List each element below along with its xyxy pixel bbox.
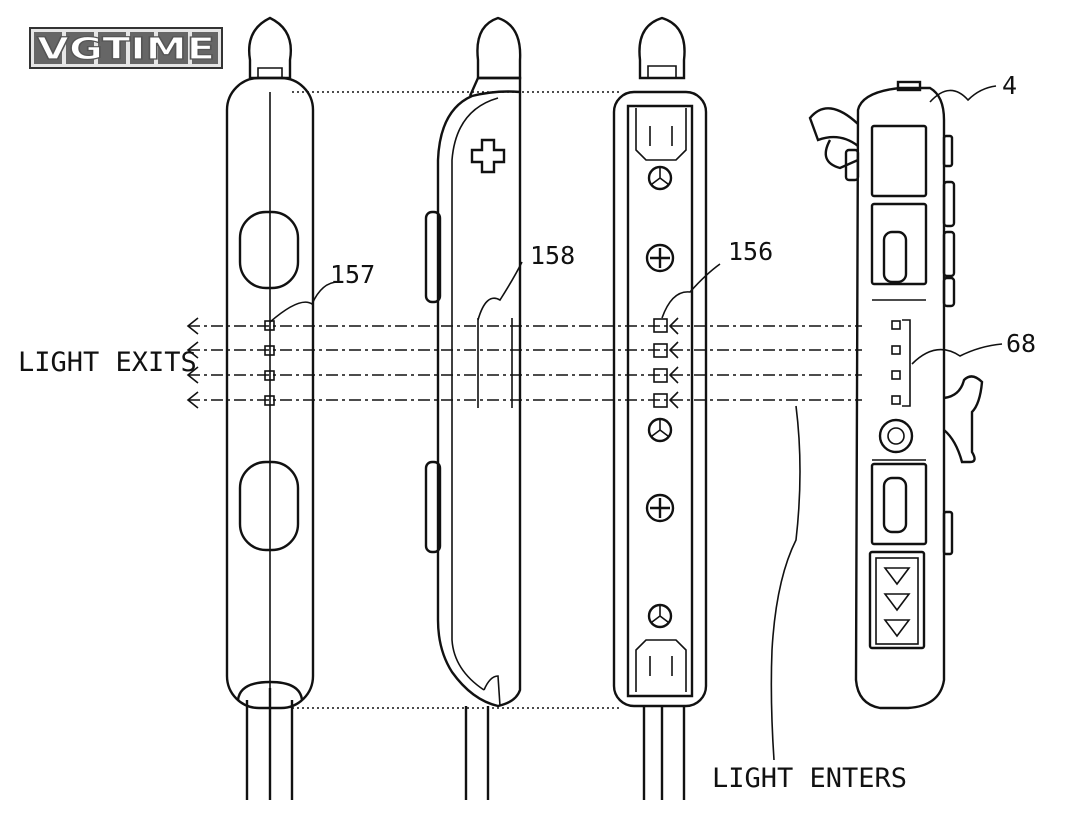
watermark-logo: VGTIME: [29, 27, 223, 69]
ref-4: 4: [1002, 71, 1017, 100]
analog-stick-icon: [943, 375, 984, 464]
light-beams: [186, 317, 862, 409]
rail-screw-icon: [645, 165, 675, 629]
watermark-text: VGTIME: [37, 32, 215, 67]
light-enters-label: LIGHT ENTERS: [712, 763, 907, 794]
controller-front-view: [225, 16, 315, 800]
leader-lines: [269, 85, 1003, 761]
joycon-view: [808, 80, 984, 710]
light-exits-label: LIGHT EXITS: [18, 347, 197, 378]
controller-side-view: [424, 16, 522, 800]
controller-rail-view: [612, 16, 708, 800]
ref-158: 158: [530, 241, 575, 270]
ref-68: 68: [1006, 329, 1036, 358]
light-guide-158: [477, 318, 513, 408]
ref-156: 156: [728, 237, 773, 266]
ref-157: 157: [330, 260, 375, 289]
sl-sr-triangles: [875, 557, 919, 645]
ir-leds-68: [891, 319, 911, 407]
light-receiver-sensors-156: [653, 318, 668, 408]
